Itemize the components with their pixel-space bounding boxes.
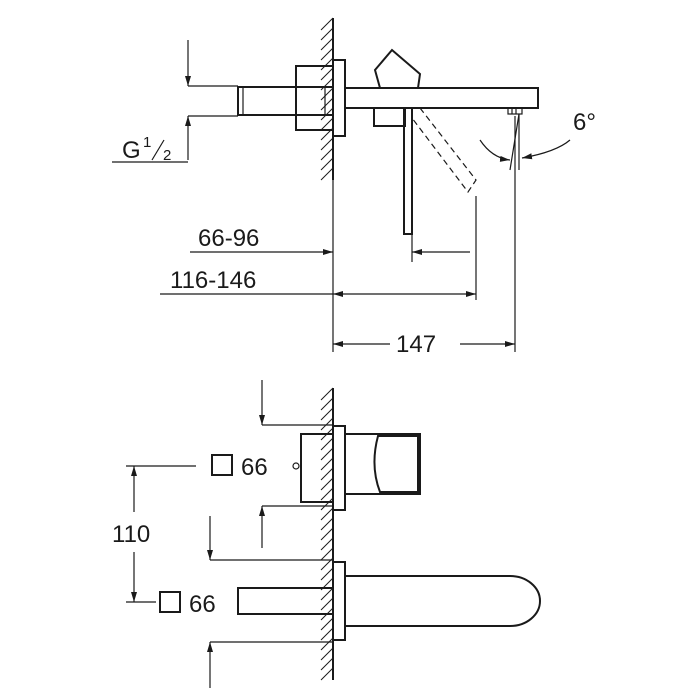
thread-fraction-den: 2 — [163, 147, 171, 164]
handle-flange — [300, 433, 334, 503]
front-view: 66 110 66 — [112, 380, 541, 688]
hatch-line — [320, 57, 334, 71]
hatch-line — [320, 387, 334, 401]
hatch-line — [320, 67, 334, 81]
hatch-line — [320, 567, 334, 581]
hatch-line — [320, 587, 334, 601]
handle-cover-plate — [332, 425, 346, 511]
hatch-line — [320, 647, 334, 661]
hatch-line — [320, 157, 334, 171]
lever-alt-position — [411, 107, 477, 194]
vertical-spacing: 110 — [112, 521, 150, 548]
hatch-line — [320, 467, 334, 481]
dim-147: 147 — [396, 331, 436, 358]
hatch-line — [320, 447, 334, 461]
hatch-line — [320, 397, 334, 411]
spout-rough-in — [237, 587, 334, 615]
hatch-line — [320, 97, 334, 111]
hatch-line — [320, 537, 334, 551]
spout-front — [344, 575, 541, 627]
lever-front — [373, 435, 419, 493]
hatch-line — [320, 477, 334, 491]
hatch-line — [320, 457, 334, 471]
handle-body — [344, 433, 421, 495]
mounting-flange — [295, 65, 334, 131]
hatch-line — [320, 667, 334, 681]
hatch-line — [320, 627, 334, 641]
hatch-line — [320, 507, 334, 521]
dim-116-146: 116-146 — [170, 267, 256, 294]
hatch-line — [320, 77, 334, 91]
wall-hatch-top — [320, 17, 334, 181]
wall-hatch-bottom — [320, 387, 334, 681]
hatch-line — [320, 37, 334, 51]
hatch-line — [320, 147, 334, 161]
hatch-line — [320, 657, 334, 671]
hatch-line — [320, 137, 334, 151]
lever-rod — [403, 107, 413, 235]
hatch-line — [320, 27, 334, 41]
hatch-line — [320, 637, 334, 651]
angle-label: 6° — [573, 109, 596, 136]
hatch-line — [320, 87, 334, 101]
hatch-line — [320, 527, 334, 541]
square-symbol-top — [211, 454, 233, 476]
hatch-line — [320, 167, 334, 181]
hatch-line — [320, 517, 334, 531]
side-view: G 1 2 66-96 116-146 147 6° — [112, 17, 596, 358]
hatch-line — [320, 417, 334, 431]
hatch-line — [320, 407, 334, 421]
thread-fraction-num: 1 — [143, 134, 151, 151]
hatch-line — [320, 547, 334, 561]
hatch-line — [320, 487, 334, 501]
handle-plate-size: 66 — [241, 454, 268, 481]
thread-label: G — [122, 137, 141, 164]
hatch-line — [320, 617, 334, 631]
square-symbol-bottom — [159, 591, 181, 613]
lever-handle — [373, 48, 422, 89]
spout-plate-size: 66 — [189, 591, 216, 618]
hatch-line — [320, 437, 334, 451]
hatch-line — [320, 117, 334, 131]
hatch-line — [320, 47, 334, 61]
aerator — [507, 107, 523, 115]
hatch-line — [320, 497, 334, 511]
rough-in-body — [237, 86, 334, 116]
hatch-line — [320, 597, 334, 611]
hatch-line — [320, 17, 334, 31]
dim-66-96: 66-96 — [198, 225, 259, 252]
spout-cover-plate — [332, 561, 346, 641]
cover-plate — [332, 59, 346, 137]
spout-side — [344, 87, 539, 109]
